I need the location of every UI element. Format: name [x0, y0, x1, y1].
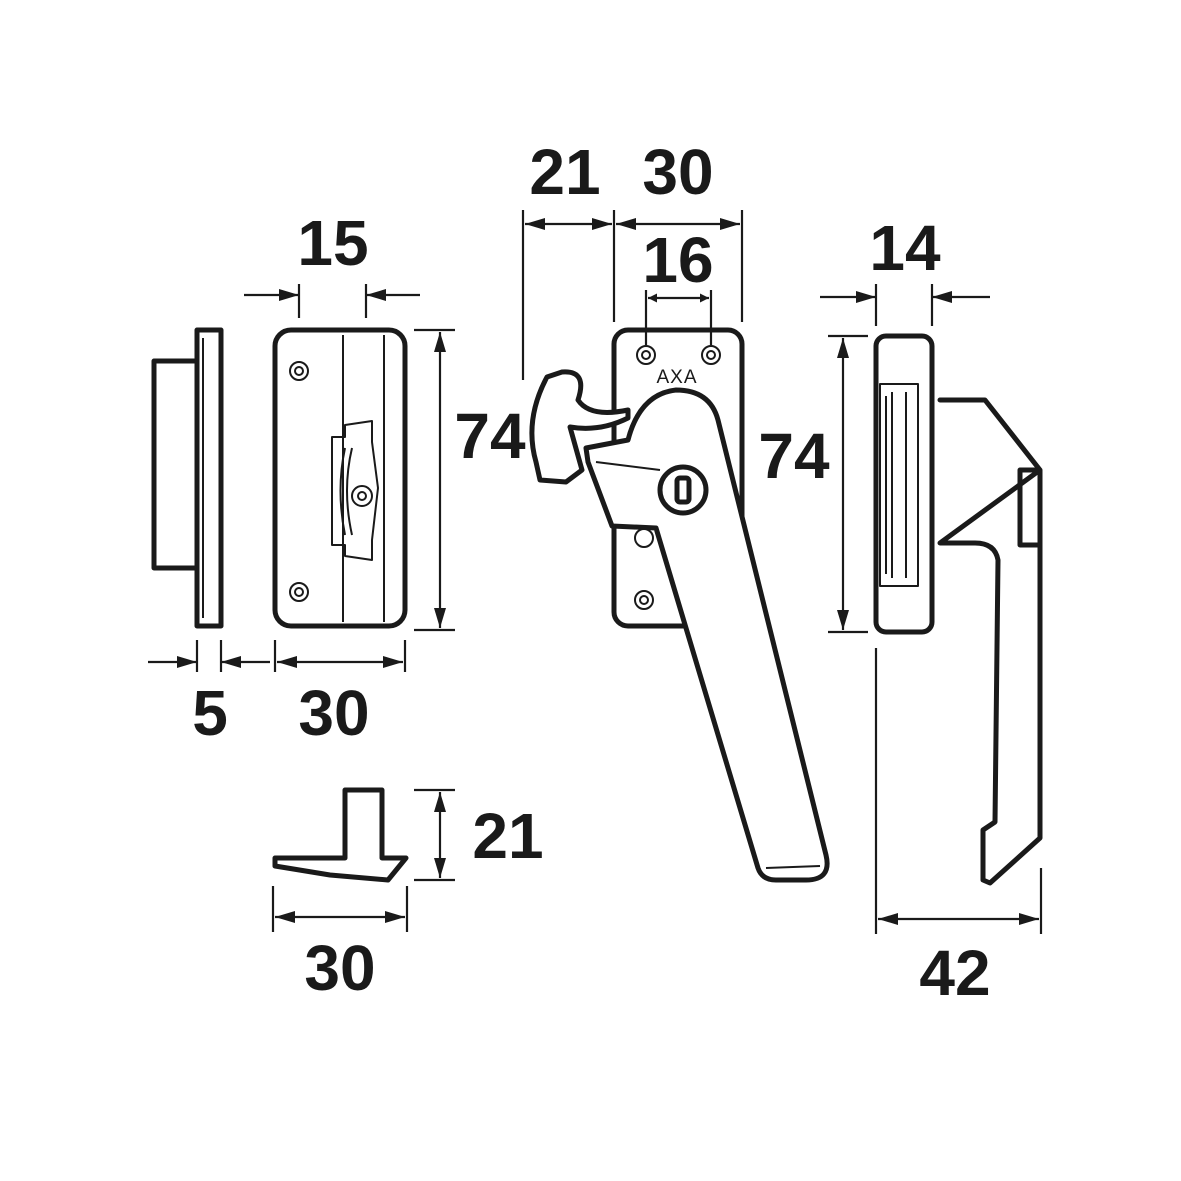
- dim-label-30-keeper: 30: [304, 932, 375, 1004]
- handle-front-view: AXA: [529, 327, 830, 883]
- dim-label-5: 5: [192, 677, 228, 749]
- brand-logo: AXA: [656, 367, 697, 388]
- dim-label-42: 42: [919, 937, 990, 1009]
- dim-handle-top: 21 30: [521, 136, 744, 380]
- dim-strike-thickness: 5: [148, 640, 270, 749]
- screw-hole-icon: [636, 345, 656, 365]
- dim-screw-spacing: 16: [642, 224, 714, 345]
- dim-label-15: 15: [297, 207, 368, 279]
- dim-label-14: 14: [869, 212, 941, 284]
- dim-strike-width: 30: [273, 640, 407, 749]
- dim-strike-height: 74: [414, 328, 526, 632]
- dim-label-74-left: 74: [454, 400, 526, 472]
- strike-plate-side-view: [151, 327, 224, 629]
- screw-hole-icon: [701, 345, 721, 365]
- handle-side-view: [873, 333, 1043, 886]
- dim-label-74-right: 74: [758, 420, 830, 492]
- dim-handle-height: 74: [758, 334, 868, 634]
- dim-side-total: 42: [874, 648, 1043, 1009]
- dim-label-30-base: 30: [642, 136, 713, 208]
- dim-label-16: 16: [642, 224, 713, 296]
- dim-keeper-width: 30: [271, 886, 409, 1004]
- dim-strike-tab-width: 15: [244, 207, 420, 318]
- dim-label-30-strike: 30: [298, 677, 369, 749]
- strike-plate-front-view: [272, 327, 408, 629]
- screw-hole-icon: [289, 582, 309, 602]
- dim-label-21-keeper: 21: [472, 800, 543, 872]
- keeper-side-view: [272, 787, 409, 883]
- dim-keeper-height: 21: [414, 788, 544, 882]
- screw-hole-icon: [289, 361, 309, 381]
- dim-side-depth: 14: [820, 212, 990, 326]
- screw-hole-icon: [634, 590, 654, 610]
- dim-label-21-hook: 21: [529, 136, 600, 208]
- slotted-screw-icon: [657, 464, 709, 516]
